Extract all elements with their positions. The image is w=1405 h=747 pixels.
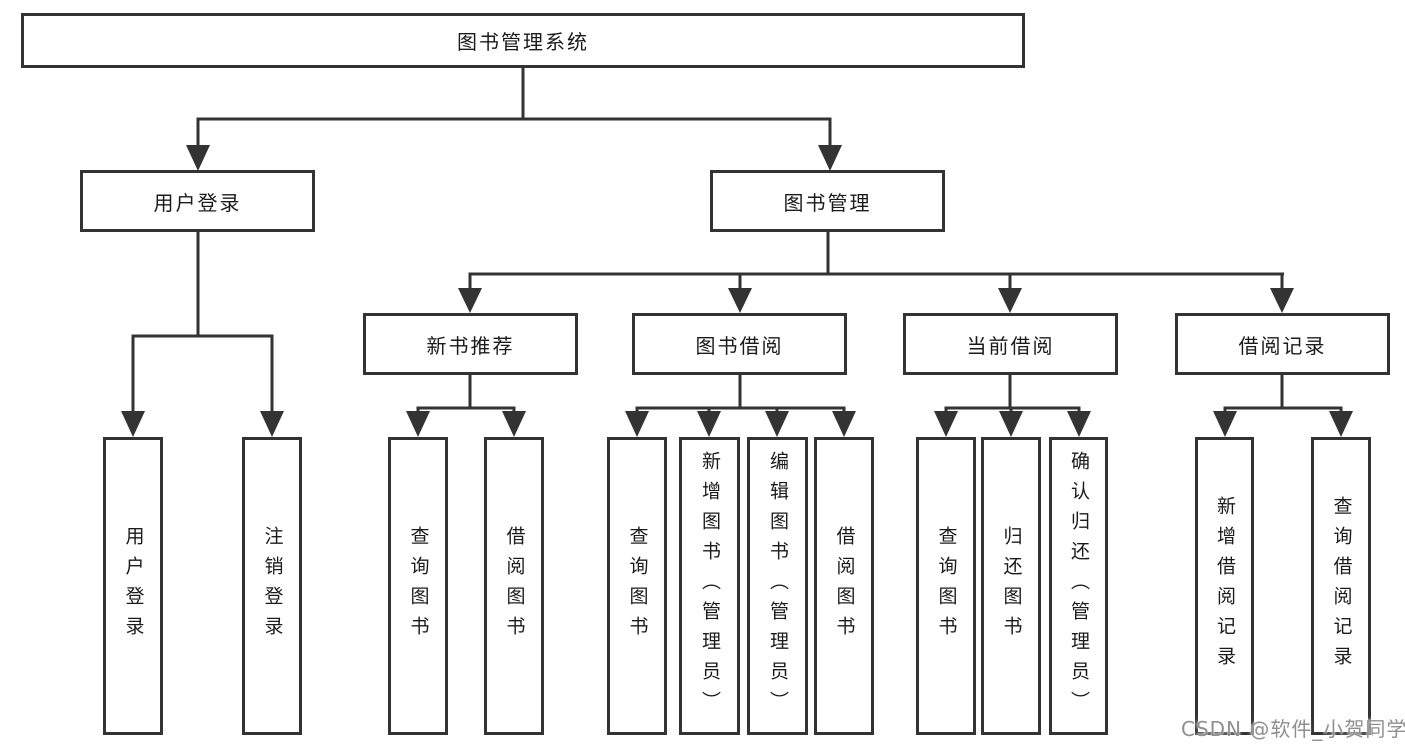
leaf-label: 确认归还（管理员） — [1068, 451, 1090, 721]
leaf-label: 借阅图书 — [833, 526, 856, 646]
leaf-user-login: 用户登录 — [103, 437, 163, 735]
leaf-query-books-current: 查询图书 — [916, 437, 976, 735]
arrowhead-icon — [458, 288, 482, 313]
node-borrowing-records: 借阅记录 — [1175, 313, 1390, 375]
arrowhead-icon — [765, 411, 789, 437]
leaf-query-books-recommend: 查询图书 — [388, 437, 448, 735]
leaf-label: 归还图书 — [1000, 526, 1023, 646]
arrowhead-icon — [728, 288, 752, 313]
leaf-edit-book-admin: 编辑图书（管理员） — [747, 437, 808, 735]
arrowhead-icon — [406, 411, 430, 437]
leaf-query-books-borrow: 查询图书 — [607, 437, 667, 735]
arrowhead-icon — [260, 411, 284, 437]
connector-book-borrow-branch — [625, 375, 856, 437]
connector-borrow-record-branch — [1213, 375, 1353, 437]
arrowhead-icon — [625, 411, 649, 437]
leaf-label: 借阅图书 — [503, 526, 526, 646]
arrowhead-icon — [186, 145, 210, 171]
leaf-label: 用户登录 — [122, 526, 145, 646]
node-book-management: 图书管理 — [710, 170, 945, 232]
leaf-label: 查询图书 — [935, 526, 958, 646]
leaf-logout-login: 注销登录 — [242, 437, 302, 735]
connector-current-borrow-branch — [934, 375, 1091, 437]
arrowhead-icon — [1213, 411, 1237, 437]
arrowhead-icon — [502, 411, 526, 437]
csdn-watermark: CSDN @软件_小贺同学 — [1181, 717, 1405, 741]
leaf-borrow-books-recommend: 借阅图书 — [484, 437, 544, 735]
leaf-return-book: 归还图书 — [981, 437, 1041, 735]
leaf-add-book-admin: 新增图书（管理员） — [679, 437, 740, 735]
node-user-login: 用户登录 — [80, 170, 315, 232]
connector-user-login-branch — [121, 232, 284, 437]
arrowhead-icon — [832, 411, 856, 437]
arrowhead-icon — [999, 411, 1023, 437]
node-root: 图书管理系统 — [21, 13, 1025, 68]
arrowhead-icon — [1329, 411, 1353, 437]
connector-root-branch — [186, 68, 842, 171]
node-current-borrowing: 当前借阅 — [903, 313, 1118, 375]
arrowhead-icon — [121, 411, 145, 437]
arrowhead-icon — [934, 411, 958, 437]
node-book-borrowing: 图书借阅 — [632, 313, 847, 375]
leaf-confirm-return-admin: 确认归还（管理员） — [1049, 437, 1108, 735]
leaf-label: 新增借阅记录 — [1214, 496, 1236, 676]
leaf-label: 查询图书 — [407, 526, 430, 646]
connector-book-management-branch — [458, 232, 1294, 313]
leaf-label: 编辑图书（管理员） — [767, 451, 789, 721]
leaf-label: 注销登录 — [261, 526, 284, 646]
arrowhead-icon — [1270, 288, 1294, 313]
leaf-query-borrow-record: 查询借阅记录 — [1311, 437, 1371, 735]
leaf-label: 查询借阅记录 — [1330, 496, 1353, 676]
leaf-label: 查询图书 — [626, 526, 649, 646]
arrowhead-icon — [998, 288, 1022, 313]
leaf-add-borrow-record: 新增借阅记录 — [1195, 437, 1254, 735]
leaf-label: 新增图书（管理员） — [699, 451, 721, 721]
arrowhead-icon — [697, 411, 721, 437]
connector-new-book-branch — [406, 375, 526, 437]
arrowhead-icon — [818, 145, 842, 171]
arrowhead-icon — [1067, 411, 1091, 437]
node-new-book-recommendation: 新书推荐 — [363, 313, 578, 375]
leaf-borrow-books: 借阅图书 — [814, 437, 874, 735]
